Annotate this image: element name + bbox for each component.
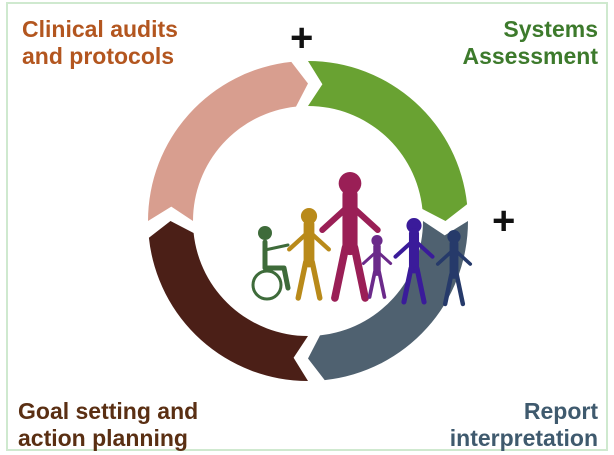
arc-report-interpretation	[308, 221, 468, 381]
person-icon-child	[361, 235, 393, 299]
person-icon-tall	[319, 172, 381, 302]
arc-goal-setting	[148, 221, 308, 381]
person-icon-yellow	[287, 208, 331, 301]
wheelchair-person-icon	[251, 226, 291, 301]
arc-clinical-audits	[148, 61, 308, 222]
people-holding-hands-icon	[251, 172, 473, 307]
plus-sign-top: +	[290, 16, 314, 60]
arc-systems-assessment	[308, 61, 468, 221]
cycle-ring	[148, 61, 468, 381]
person-icon-blue	[393, 218, 435, 305]
person-icon-navy	[435, 230, 473, 307]
plus-sign-right: +	[492, 199, 516, 243]
